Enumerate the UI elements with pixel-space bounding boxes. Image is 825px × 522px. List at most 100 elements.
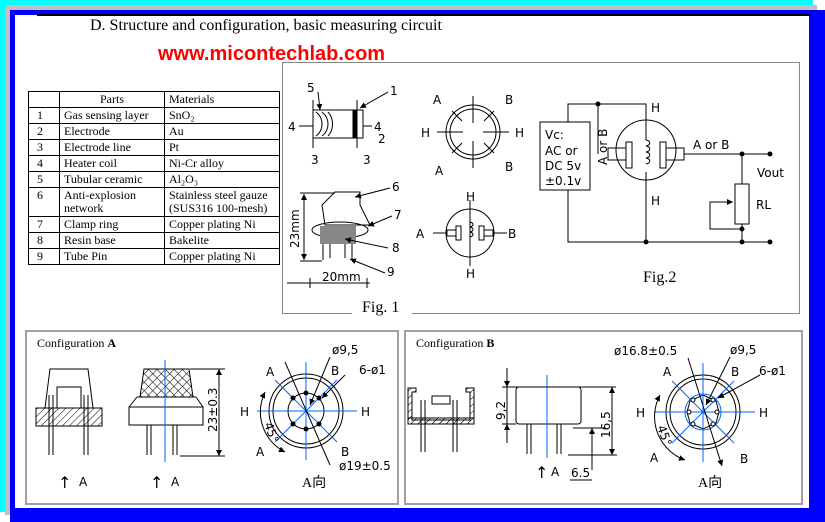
supply-line-4: ±0.1v xyxy=(545,174,581,188)
config-b-section-view xyxy=(407,387,475,452)
row-no: 9 xyxy=(28,248,60,265)
configuration-b-title: Configuration B xyxy=(416,336,494,351)
callout-1: 1 xyxy=(390,84,398,98)
config-b-height-dim: 16,5 xyxy=(599,411,613,438)
config-b-pin-dim: 6.5 xyxy=(571,466,590,480)
config-a-pin-a-bottom: A xyxy=(256,445,265,459)
row-material: Copper plating Ni xyxy=(164,216,280,233)
callout-9: 9 xyxy=(387,265,395,279)
fig2-caption: Fig.2 xyxy=(643,269,676,286)
config-b-pin-b-top: B xyxy=(731,365,739,379)
config-b-pin-b-bottom: B xyxy=(740,452,748,466)
table-header-row: Parts Materials xyxy=(28,91,280,108)
configuration-a-panel: Configuration A xyxy=(25,330,399,505)
config-a-title-letter: A xyxy=(107,336,116,350)
callout-5: 5 xyxy=(307,81,315,95)
supply-line-3: DC 5v xyxy=(545,159,581,173)
pin-b-top: B xyxy=(505,93,513,107)
config-a-bottom-view xyxy=(257,356,357,466)
config-b-title-text: Configuration xyxy=(416,336,484,350)
symbol-a: A xyxy=(416,227,425,241)
row-part: Anti-explosion network xyxy=(59,187,165,217)
config-b-pin-h-right: H xyxy=(759,406,768,420)
sensor-body-diagram xyxy=(287,187,393,288)
rl-label: RL xyxy=(756,198,771,212)
section-title: D. Structure and configuration, basic me… xyxy=(90,17,442,34)
config-b-pin-a-bottom: A xyxy=(650,451,659,465)
top-rule xyxy=(37,14,810,16)
pin-b-bottom: B xyxy=(505,160,513,174)
supply-line-2: AC or xyxy=(545,144,578,158)
config-b-d-inner: ø9,5 xyxy=(730,343,756,357)
width-dim-20mm: 20mm xyxy=(322,270,361,284)
pin-h-right: H xyxy=(515,126,524,140)
config-a-pin-h-right: H xyxy=(361,405,370,419)
callout-8: 8 xyxy=(392,241,400,255)
config-a-pin-holes: 6-ø1 xyxy=(359,363,386,377)
symbol-h-bottom: H xyxy=(466,267,475,281)
config-a-d-outer: ø19±0.5 xyxy=(339,459,391,473)
callout-2: 2 xyxy=(378,132,386,146)
configuration-b-panel: Configuration B xyxy=(404,330,803,505)
measuring-circuit xyxy=(539,101,773,245)
config-a-angle: 45° xyxy=(261,420,281,445)
header-materials: Materials xyxy=(164,91,280,108)
pin-a-bottom: A xyxy=(435,164,444,178)
arrow-a-icon-2: ↑ xyxy=(150,473,163,492)
row-part: Resin base xyxy=(59,232,165,249)
row-material: SnO₂ xyxy=(164,107,280,124)
pin-h-left: H xyxy=(421,126,430,140)
config-a-pin-b-bottom: B xyxy=(341,445,349,459)
row-material: Ni-Cr alloy xyxy=(164,155,280,172)
row-part: Clamp ring xyxy=(59,216,165,233)
config-a-section-view xyxy=(35,368,103,455)
callout-4-right: 4 xyxy=(374,120,382,134)
config-b-pin-a-top: A xyxy=(663,365,672,379)
sensor-tube-diagram xyxy=(299,91,389,148)
symbol-b: B xyxy=(508,227,516,241)
header-parts: Parts xyxy=(59,91,165,108)
callout-3-right: 3 xyxy=(363,153,371,167)
config-b-bottom-view xyxy=(654,356,761,467)
config-a-d-inner: ø9,5 xyxy=(332,343,358,357)
config-b-d-outer: ø16.8±0.5 xyxy=(614,344,677,358)
arrow-a-icon-3: ↑ xyxy=(535,463,548,482)
callout-4-left: 4 xyxy=(288,120,296,134)
config-b-view-label: A向 xyxy=(698,475,722,491)
config-a-pin-h-left: H xyxy=(240,405,249,419)
config-a-height-dim: 23±0.3 xyxy=(206,388,220,432)
arrow-a-icon: ↑ xyxy=(58,473,71,492)
callout-6: 6 xyxy=(392,180,400,194)
callout-3-left: 3 xyxy=(311,153,319,167)
symbol-h-top: H xyxy=(466,190,475,204)
config-a-arrow-label-2: A xyxy=(171,475,180,489)
website-link[interactable]: www.micontechlab.com xyxy=(158,43,386,65)
config-a-view-label: A向 xyxy=(302,475,326,491)
config-b-pin-h-left: H xyxy=(636,406,645,420)
config-b-side-view xyxy=(502,368,617,481)
supply-line-1: Vc: xyxy=(545,128,564,142)
pin-a-top: A xyxy=(433,93,442,107)
fig1-caption: Fig. 1 xyxy=(362,299,399,316)
config-b-title-letter: B xyxy=(486,336,495,350)
config-a-title-text: Configuration xyxy=(37,336,105,350)
a-or-b-label: A or B xyxy=(693,138,729,152)
sensor-symbol xyxy=(433,200,507,266)
row-material: Copper plating Ni xyxy=(164,248,280,265)
config-a-pin-a-top: A xyxy=(266,365,275,379)
config-a-arrow-label: A xyxy=(79,475,88,489)
config-a-pin-b-top: B xyxy=(331,364,339,378)
configuration-a-title: Configuration A xyxy=(37,336,116,351)
config-a-side-view xyxy=(128,360,225,462)
vout-label: Vout xyxy=(757,166,784,180)
pin-layout-top xyxy=(437,96,509,168)
config-b-arrow-label: A xyxy=(551,465,560,479)
